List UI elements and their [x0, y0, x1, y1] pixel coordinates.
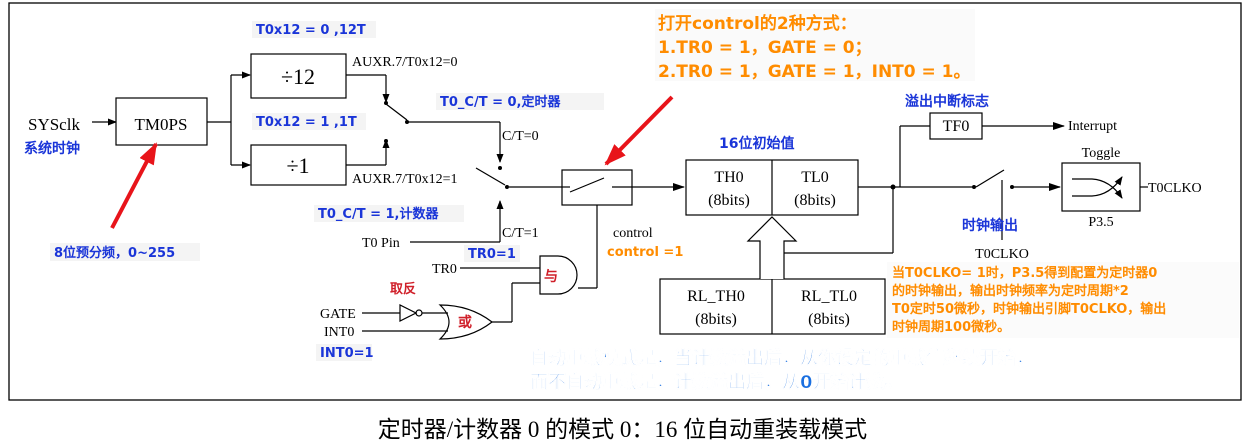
sysclk-cn-note: 系统时钟 — [24, 140, 80, 157]
control-label: control — [613, 226, 653, 241]
int0-1-note: INT0=1 — [320, 346, 374, 361]
sysclk-label: SYSclk — [28, 115, 80, 134]
int0-label: INT0 — [324, 325, 354, 340]
overflow-flag-note: 溢出中断标志 — [905, 93, 989, 110]
tl0-bits: (8bits) — [794, 192, 836, 209]
ct0-label: C/T=0 — [502, 129, 539, 144]
tl0-label: TL0 — [801, 169, 829, 186]
th0-bits: (8bits) — [708, 192, 750, 209]
prescale-pointer-arrow — [110, 142, 158, 229]
div12-label: ÷12 — [281, 64, 315, 89]
figure-caption: 定时器/计数器 0 的模式 0：16 位自动重装载模式 — [377, 417, 868, 442]
div1-label: ÷1 — [286, 153, 309, 178]
toggle-label: Toggle — [1082, 146, 1121, 161]
t0x12-0-note: T0x12 = 0 ,12T — [256, 23, 366, 38]
or-gate-label: 或 — [458, 314, 472, 331]
prescale-note: 8位预分频，0~255 — [54, 245, 175, 261]
open-control-way-1: 1.TR0 = 1，GATE = 0； — [658, 38, 872, 58]
div12-block — [250, 53, 347, 99]
open-control-way-2: 2.TR0 = 1，GATE = 1，INT0 = 1。 — [658, 62, 971, 82]
t0ct-0-note: T0_C/T = 0,定时器 — [440, 94, 561, 110]
tr0-label: TR0 — [432, 262, 457, 277]
rl-tl0-bits: (8bits) — [808, 311, 850, 328]
invert-note: 取反 — [390, 281, 416, 297]
tf0-label: TF0 — [943, 118, 970, 135]
timer0-mode0-diagram: SYSclk TM0PS ÷12 ÷1 AUXR.7/T0x12=0 AUXR.… — [8, 2, 1242, 401]
gate-label: GATE — [320, 307, 356, 322]
t0ct-1-note: T0_C/T = 1,计数器 — [318, 206, 439, 222]
rl-th0-bits: (8bits) — [695, 311, 737, 328]
clko-note-line-1: 当T0CLKO= 1时，P3.5得到配置为定时器0 — [892, 265, 1157, 281]
clko-note-line-4: 时钟周期100微秒。 — [892, 319, 1010, 335]
auxr-1-label: AUXR.7/T0x12=1 — [352, 172, 458, 187]
div1-block — [250, 144, 347, 186]
th0-label: TH0 — [714, 169, 743, 186]
auxr-0-label: AUXR.7/T0x12=0 — [352, 55, 458, 70]
p35-label: P3.5 — [1088, 215, 1113, 230]
clk-out-note: 时钟输出 — [962, 217, 1018, 234]
open-control-title: 打开control的2种方式： — [658, 13, 857, 34]
interrupt-label: Interrupt — [1068, 119, 1117, 134]
tm0ps-label: TM0PS — [135, 115, 188, 134]
control-pointer-arrow — [604, 95, 674, 166]
diagram-frame — [8, 2, 1242, 401]
and-gate-label: 与 — [544, 269, 558, 285]
t0pin-label: T0 Pin — [362, 236, 400, 251]
reload-note-line-2: 而不自动重载是，计数溢出后，从0开始计数。 — [530, 371, 903, 393]
t0clko-switch-label: T0CLKO — [975, 247, 1029, 262]
init16-note: 16位初始值 — [719, 135, 794, 152]
control-1-note: control =1 — [607, 245, 683, 260]
t0x12-1-note: T0x12 = 1 ,1T — [256, 115, 357, 130]
clko-note-line-2: 的时钟输出，输出时钟频率为定时周期*2 — [892, 283, 1129, 299]
clko-note-line-3: T0定时50微秒，时钟输出引脚T0CLKO，输出 — [892, 301, 1166, 317]
tm0ps-block — [115, 97, 208, 146]
rl-th0-label: RL_TH0 — [687, 288, 745, 305]
rl-tl0-label: RL_TL0 — [801, 288, 857, 305]
tr0-1-note: TR0=1 — [468, 247, 516, 262]
ct1-label: C/T=1 — [502, 226, 539, 241]
reload-note-line-1: 自动重载模式是，当计数溢出后，从你设定的重载值继续开始， — [530, 347, 1034, 369]
t0clko-output-label: T0CLKO — [1148, 181, 1202, 196]
